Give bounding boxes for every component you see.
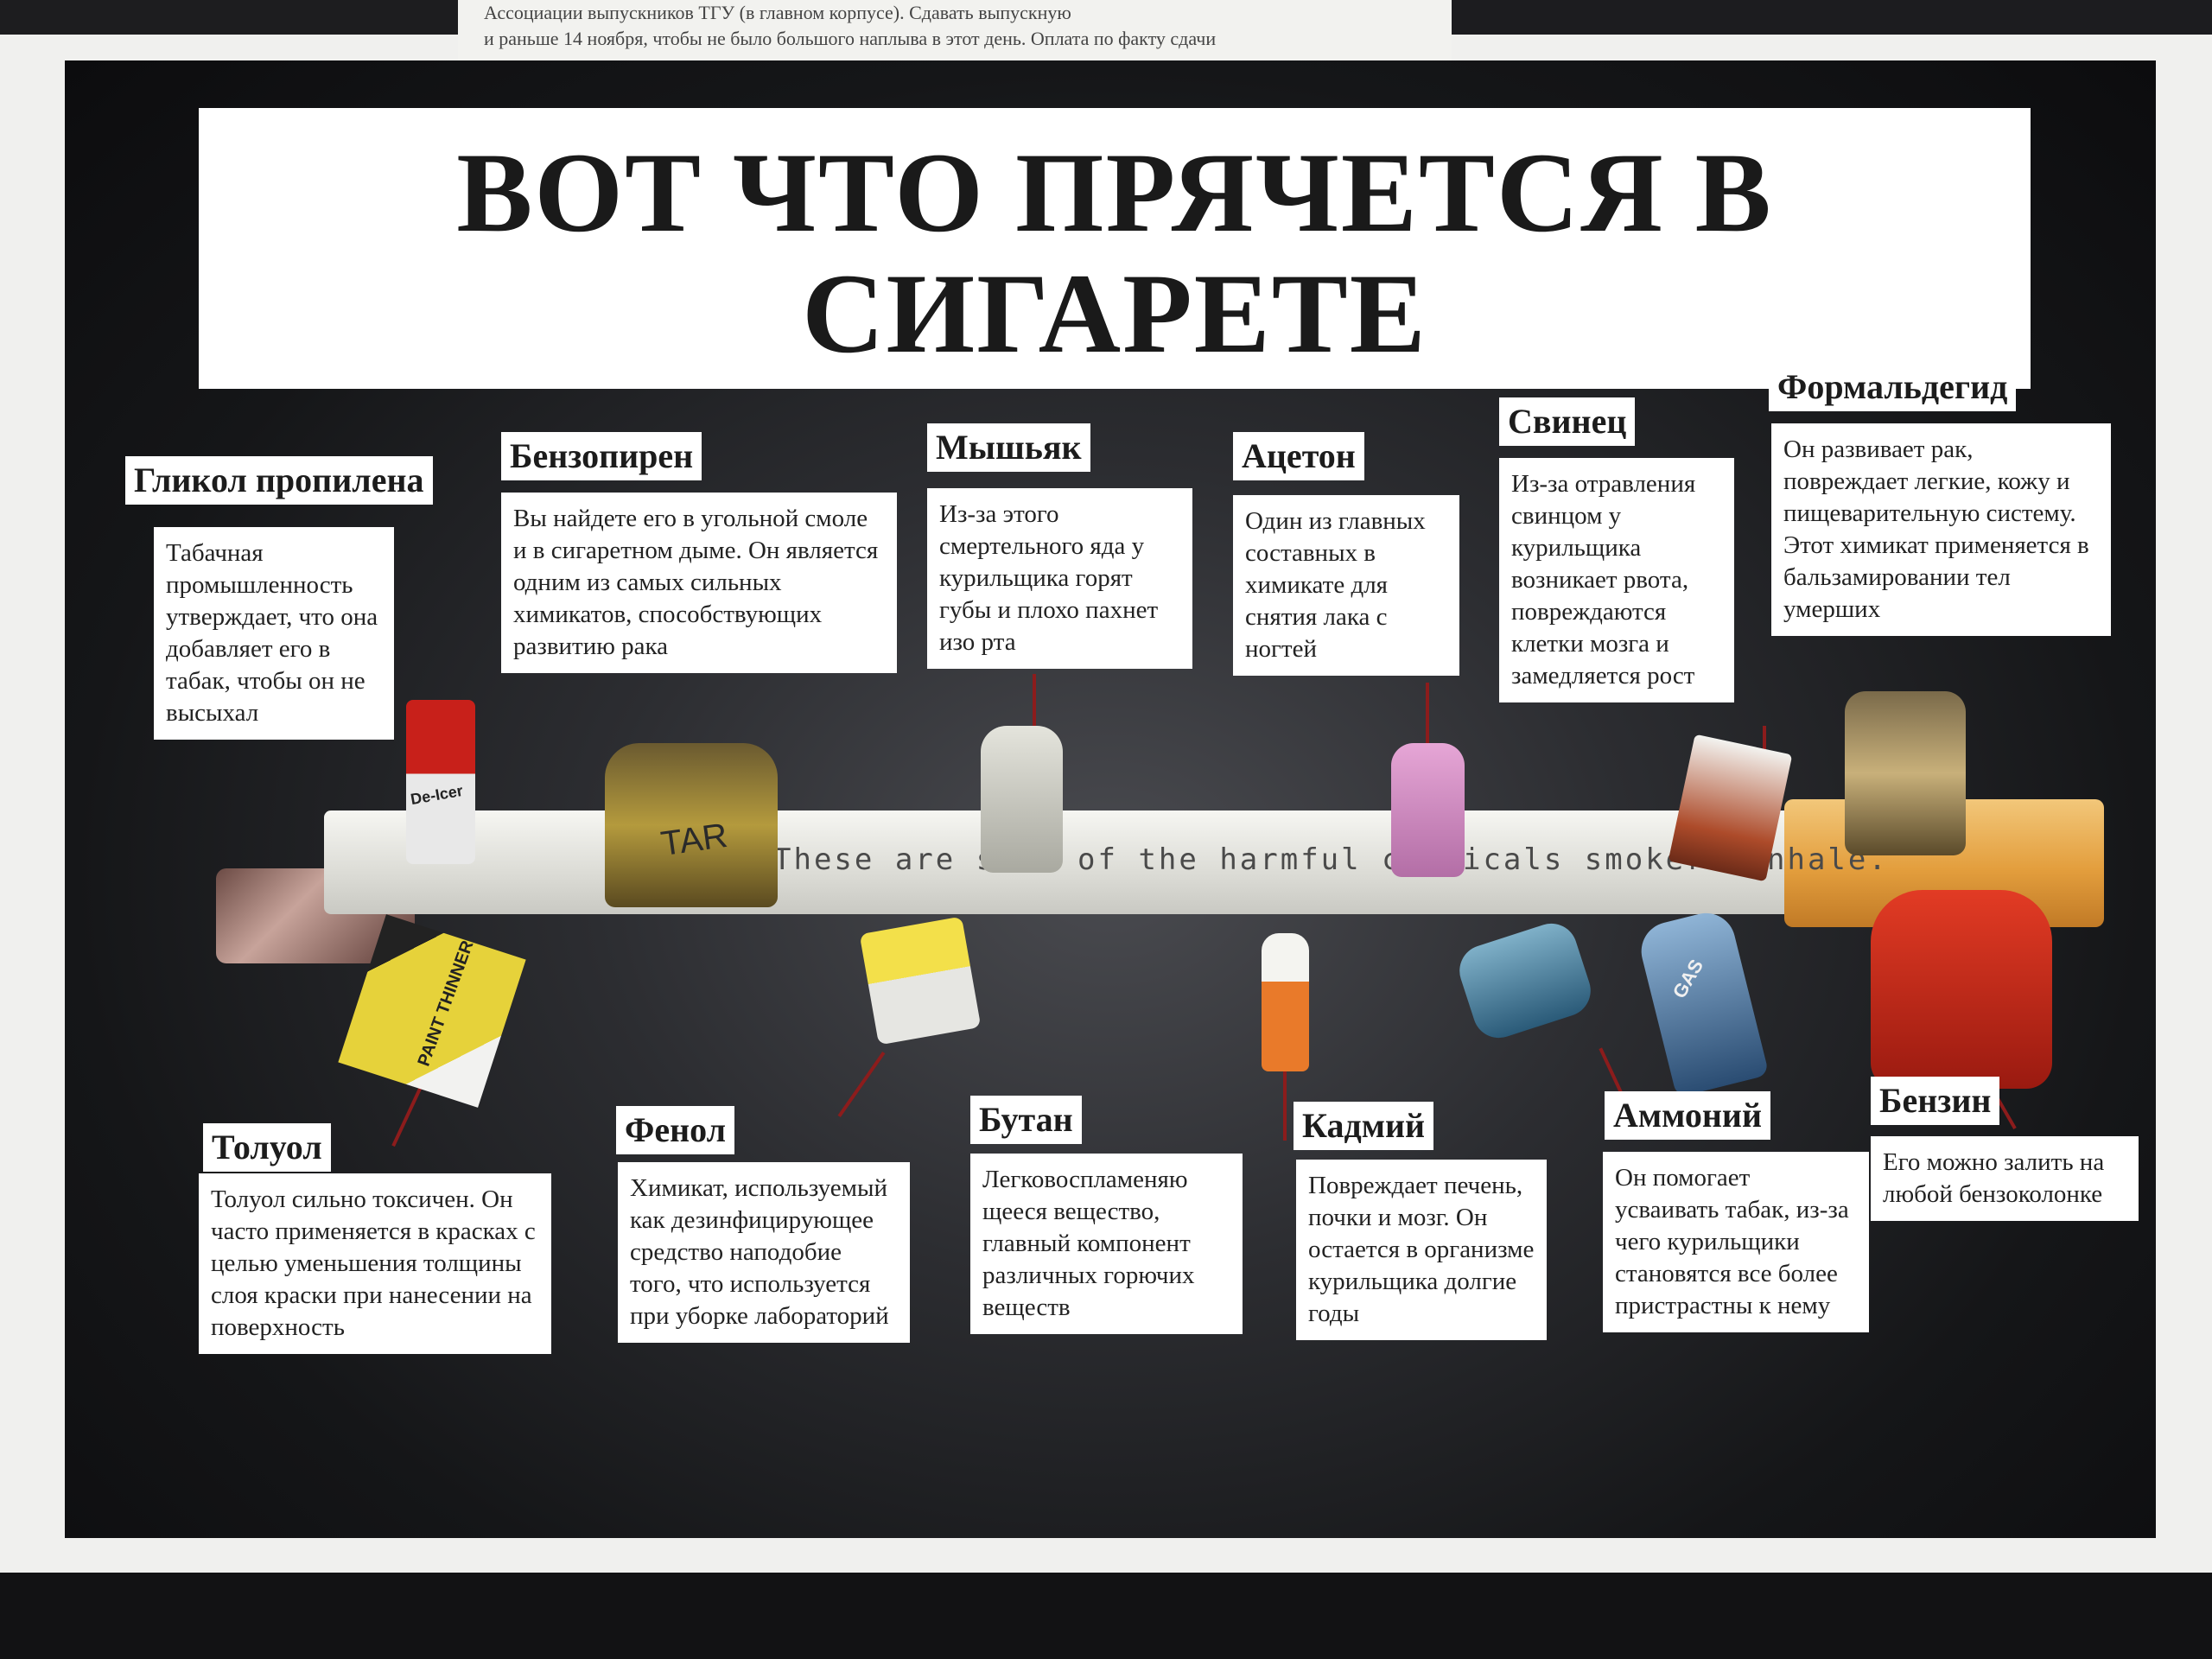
chemical-label-arsenic: Мышьяк xyxy=(927,423,1090,472)
phenol-container-image xyxy=(859,916,982,1046)
poster-title-box: ВОТ ЧТО ПРЯЧЕТСЯ В СИГАРЕТЕ xyxy=(199,108,2031,389)
specimen-jar-image xyxy=(1845,691,1966,855)
gas-nozzle-image xyxy=(1871,890,2052,1089)
poison-bottle-image xyxy=(981,726,1063,873)
chemical-description-formaldehyde: Он развивает рак, повреждает легкие, кож… xyxy=(1771,423,2111,636)
top-notice-line: Ассоциации выпускников ТГУ (в главном ко… xyxy=(484,2,1071,23)
de-icer-can-image xyxy=(406,700,475,864)
chemical-label-cadmium: Кадмий xyxy=(1294,1102,1434,1150)
tar-can-image xyxy=(605,743,778,907)
lighter-fluid-image xyxy=(1262,933,1309,1071)
chemical-label-glycol: Гликол пропилена xyxy=(125,456,433,505)
chemical-description-phenol: Химикат, используемый как дезинфицирующе… xyxy=(618,1162,910,1343)
chemical-description-acetone: Один из главных составных в химикате для… xyxy=(1233,495,1459,676)
poster-title-line: ВОТ ЧТО ПРЯЧЕТСЯ В xyxy=(456,129,1773,256)
chemical-label-phenol: Фенол xyxy=(616,1106,735,1154)
top-notice-line: и раньше 14 ноября, чтобы не было большо… xyxy=(484,28,1217,49)
chemical-description-butane: Легковоспламеняю щееся вещество, главный… xyxy=(970,1154,1243,1334)
glass-cleaner-bottle-image xyxy=(1635,906,1770,1098)
top-notice-paper: Ассоциации выпускников ТГУ (в главном ко… xyxy=(458,0,1452,60)
chemical-label-benzopyrene: Бензопирен xyxy=(501,432,702,480)
chemical-description-gasoline: Его можно залить на любой бензоколонке xyxy=(1871,1136,2139,1221)
nail-polish-remover-image xyxy=(1391,743,1465,877)
chemical-description-benzopyrene: Вы найдете его в угольной смоле и в сига… xyxy=(501,493,897,673)
chemical-description-arsenic: Из-за этого смертельного яда у курильщик… xyxy=(927,488,1192,669)
connector-line xyxy=(837,1051,886,1118)
poster-title-line: СИГАРЕТЕ xyxy=(802,250,1427,377)
connector-line xyxy=(1033,674,1036,726)
cigarette-body xyxy=(324,810,1845,914)
chemical-label-gasoline: Бензин xyxy=(1871,1077,2000,1125)
connector-line xyxy=(1426,683,1429,743)
poster: ВОТ ЧТО ПРЯЧЕТСЯ В СИГАРЕТЕ These are so… xyxy=(65,60,2156,1538)
chemical-label-toluene: Толуол xyxy=(203,1123,331,1172)
connector-line xyxy=(391,1082,424,1147)
chemical-description-glycol: Табачная промышленность утверждает, что … xyxy=(154,527,394,740)
background-floor xyxy=(0,1573,2212,1659)
chemical-description-lead: Из-за отравления свинцом у курильщика во… xyxy=(1499,458,1734,702)
connector-line xyxy=(1283,1071,1287,1141)
chemical-label-lead: Свинец xyxy=(1499,397,1636,446)
chemical-label-formaldehyde: Формальдегид xyxy=(1769,363,2017,411)
chemical-description-ammonia: Он помогает усваивать табак, из-за чего … xyxy=(1603,1152,1869,1332)
chemical-label-ammonia: Аммоний xyxy=(1605,1091,1770,1140)
chemical-label-butane: Бутан xyxy=(970,1096,1082,1144)
chemical-label-acetone: Ацетон xyxy=(1233,432,1364,480)
chemical-description-cadmium: Повреждает печень, почки и мозг. Он оста… xyxy=(1296,1160,1547,1340)
chemical-description-toluene: Толуол сильно токсичен. Он часто применя… xyxy=(199,1173,551,1354)
batteries-image xyxy=(1452,917,1598,1045)
connector-line xyxy=(1763,726,1766,760)
